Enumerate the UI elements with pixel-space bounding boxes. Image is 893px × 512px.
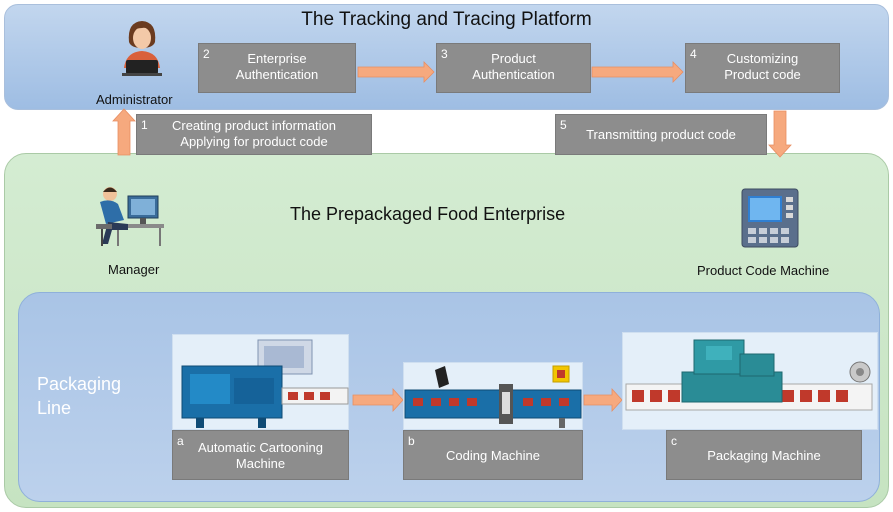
machine-letter: b <box>408 434 415 448</box>
manager-label: Manager <box>108 262 160 277</box>
arrow-a-to-b <box>352 387 404 413</box>
arrow-up-step1 <box>112 108 136 156</box>
packaging-machine-illustration <box>625 339 873 411</box>
machine-label-line: Coding Machine <box>446 448 540 463</box>
packaging-line-title-line: Line <box>37 398 72 418</box>
machine-b-coding: b Coding Machine <box>403 430 583 480</box>
step-label-line: Authentication <box>235 67 319 82</box>
step-label-line: Transmitting product code <box>586 127 736 142</box>
arrow-b-to-c <box>583 387 623 413</box>
machine-label-line: Automatic Cartooning <box>197 440 323 455</box>
manager-icon <box>96 187 164 246</box>
product-code-machine-icon <box>741 188 799 248</box>
step-2-enterprise-authentication: 2 Enterprise Authentication <box>198 43 356 93</box>
administrator-label: Administrator <box>96 92 173 107</box>
step-number: 2 <box>203 47 210 61</box>
step-number: 3 <box>441 47 448 61</box>
step-label-line: Enterprise <box>247 51 307 66</box>
step-number: 5 <box>560 118 567 132</box>
packaging-line-title-line: Packaging <box>37 374 122 394</box>
product-code-machine-label: Product Code Machine <box>697 263 830 278</box>
step-number: 4 <box>690 47 697 61</box>
arrow-3-to-4 <box>591 61 684 83</box>
step-label-line: Product <box>491 51 536 66</box>
step-label-line: Product code <box>724 67 801 82</box>
step-label-line: Applying for product code <box>180 134 328 149</box>
arrow-2-to-3 <box>357 61 435 83</box>
machine-letter: c <box>671 434 677 448</box>
enterprise-title: The Prepackaged Food Enterprise <box>290 204 566 224</box>
step-3-product-authentication: 3 Product Authentication <box>436 43 591 93</box>
machine-a-automatic-cartooning: a Automatic Cartooning Machine <box>172 430 349 480</box>
packaging-line-title: Packaging Line <box>37 372 121 420</box>
machine-label-line: Machine <box>235 456 286 471</box>
machine-label-line: Packaging Machine <box>707 448 821 463</box>
step-number: 1 <box>141 118 148 132</box>
step-label-line: Authentication <box>472 67 555 82</box>
step-1-creating-product-information: 1 Creating product information Applying … <box>136 114 372 155</box>
administrator-icon <box>122 21 162 76</box>
arrow-down-step5 <box>768 110 792 158</box>
platform-title: The Tracking and Tracing Platform <box>301 9 592 30</box>
step-label-line: Creating product information <box>171 118 337 133</box>
step-label-line: Customizing <box>726 51 799 66</box>
machine-letter: a <box>177 434 184 448</box>
machine-c-packaging: c Packaging Machine <box>666 430 862 480</box>
step-4-customizing-product-code: 4 Customizing Product code <box>685 43 840 93</box>
step-5-transmitting-product-code: 5 Transmitting product code <box>555 114 767 155</box>
cartoning-machine-illustration <box>181 339 349 428</box>
coding-machine-illustration <box>404 365 582 428</box>
